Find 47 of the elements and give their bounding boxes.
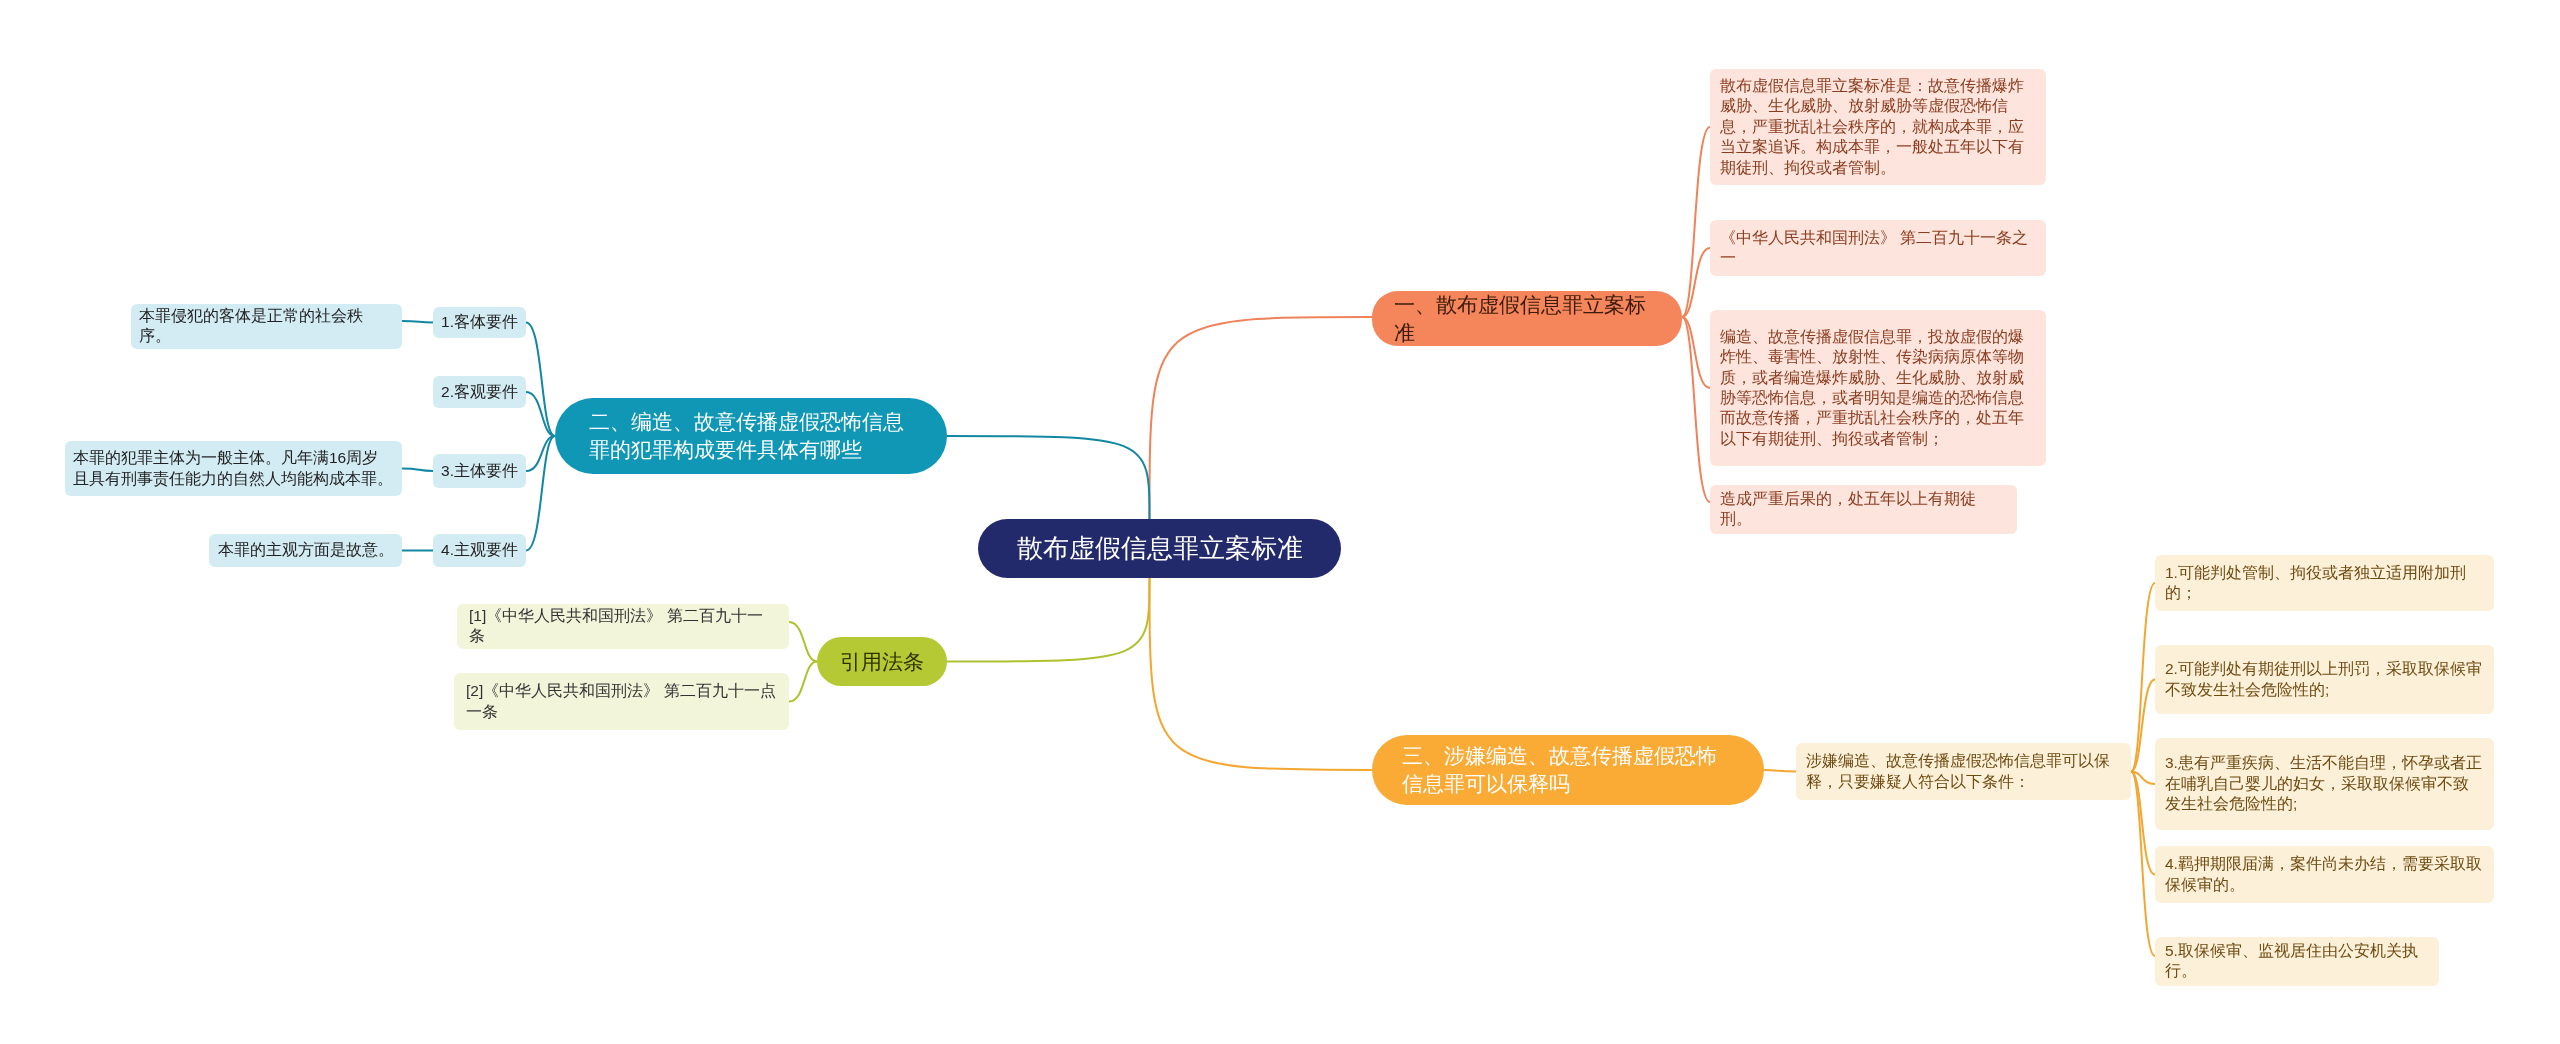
subtopic-box: [2]《中华人民共和国刑法》 第二百九十一点一条 bbox=[454, 673, 789, 730]
connector-line bbox=[1681, 126, 1711, 318]
branch-topic: 引用法条 bbox=[817, 637, 947, 686]
connector-line bbox=[1148, 316, 1373, 520]
branch-topic: 二、编造、故意传播虚假恐怖信息罪的犯罪构成要件具体有哪些 bbox=[555, 398, 947, 474]
connector-line bbox=[2130, 582, 2156, 773]
subtopic-box: 本罪的犯罪主体为一般主体。凡年满16周岁且具有刑事责任能力的自然人均能构成本罪。 bbox=[65, 441, 402, 496]
subtopic-box: 2.可能判处有期徒刑以上刑罚，采取取保候审不致发生社会危险性的; bbox=[2155, 645, 2494, 714]
connector-line bbox=[1681, 247, 1711, 318]
connector-line bbox=[788, 660, 818, 703]
subtopic-box: 1.客体要件 bbox=[433, 307, 526, 338]
connector-line bbox=[525, 391, 556, 437]
connector-line bbox=[2130, 770, 2156, 957]
subtopic-box: 造成严重后果的，处五年以上有期徒刑。 bbox=[1710, 485, 2017, 534]
subtopic-box: 本罪的主观方面是故意。 bbox=[209, 534, 402, 567]
central-topic: 散布虚假信息罪立案标准 bbox=[978, 519, 1341, 578]
connector-line bbox=[525, 435, 556, 552]
connector-line bbox=[401, 320, 434, 324]
subtopic-box: 1.可能判处管制、拘役或者独立适用附加刑的； bbox=[2155, 555, 2494, 611]
subtopic-box: 3.患有严重疾病、生活不能自理，怀孕或者正在哺乳自己婴儿的妇女，采取取保候审不致发生社会危险性的; bbox=[2155, 738, 2494, 830]
connector-line bbox=[525, 435, 556, 472]
subtopic-box: 本罪侵犯的客体是正常的社会秩序。 bbox=[131, 304, 402, 349]
connector-line bbox=[1681, 316, 1711, 503]
connector-line bbox=[1763, 769, 1797, 773]
connector-line bbox=[946, 577, 1151, 663]
connector-line bbox=[2130, 770, 2156, 785]
subtopic-box: 编造、故意传播虚假信息罪，投放虚假的爆炸性、毒害性、放射性、传染病病原体等物质，或者编造爆炸威胁、生化威胁、放射威胁等恐怖信息，或者明知是编造的恐怖信息而故意传播，严重扰乱社会秩序的，处五年以下有期徒刑、拘役或者管制； bbox=[1710, 310, 2046, 466]
subtopic-box: 3.主体要件 bbox=[433, 454, 526, 488]
branch-topic: 三、涉嫌编造、故意传播虚假恐怖信息罪可以保释吗 bbox=[1372, 735, 1764, 805]
connector-line bbox=[946, 435, 1151, 520]
connector-line bbox=[1681, 316, 1711, 389]
subtopic-box: 5.取保候审、监视居住由公安机关执行。 bbox=[2155, 937, 2439, 986]
connector-line bbox=[2130, 770, 2156, 876]
connector-line bbox=[401, 467, 434, 472]
connector-line bbox=[1148, 577, 1373, 771]
subtopic-box: 4.羁押期限届满，案件尚未办结，需要采取取保候审的。 bbox=[2155, 846, 2494, 903]
subtopic-box: 4.主观要件 bbox=[433, 534, 526, 567]
subtopic-box: 涉嫌编造、故意传播虚假恐怖信息罪可以保释，只要嫌疑人符合以下条件： bbox=[1796, 743, 2131, 800]
connector-line bbox=[2130, 678, 2156, 773]
connector-line bbox=[525, 321, 556, 437]
subtopic-box: 散布虚假信息罪立案标准是：故意传播爆炸威胁、生化威胁、放射威胁等虚假恐怖信息，严重扰乱社会秩序的，就构成本罪，应当立案追诉。构成本罪，一般处五年以下有期徒刑、拘役或者管制。 bbox=[1710, 69, 2046, 185]
subtopic-box: [1]《中华人民共和国刑法》 第二百九十一条 bbox=[457, 604, 789, 649]
branch-topic: 一、散布虚假信息罪立案标准 bbox=[1372, 291, 1682, 347]
connector-line bbox=[401, 549, 434, 552]
connector-line bbox=[788, 621, 818, 663]
subtopic-box: 《中华人民共和国刑法》 第二百九十一条之一 bbox=[1710, 220, 2046, 276]
subtopic-box: 2.客观要件 bbox=[433, 376, 526, 408]
